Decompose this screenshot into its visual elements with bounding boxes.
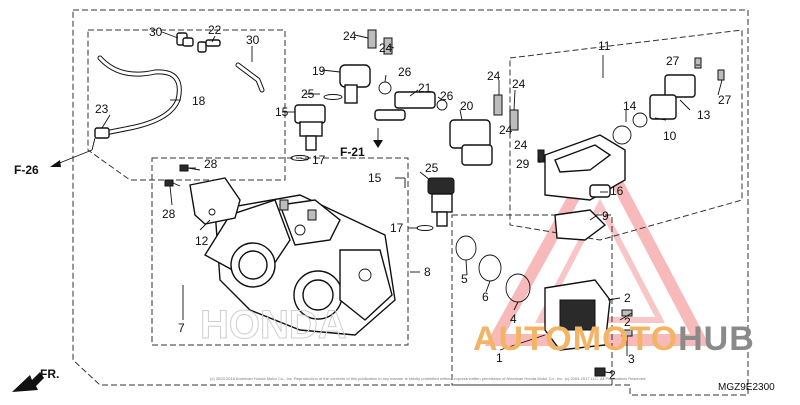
- ref-f26: F-26: [14, 163, 39, 177]
- callout-13: 13: [697, 108, 711, 122]
- callout-24: 24: [487, 69, 501, 83]
- front-arrow-icon: [12, 372, 44, 392]
- callout-2: 2: [624, 291, 631, 305]
- outline-throttle-body: [151, 157, 409, 346]
- callout-28: 28: [162, 207, 176, 221]
- sensor-group: [455, 235, 633, 377]
- callout-21: 21: [418, 81, 432, 95]
- callout-1: 1: [496, 351, 503, 365]
- callout-14: 14: [623, 99, 637, 113]
- ref-front: FR.: [40, 367, 59, 381]
- callout-15: 15: [368, 171, 382, 185]
- callout-26: 26: [398, 65, 412, 79]
- callout-16: 16: [610, 184, 624, 198]
- callout-9: 9: [602, 209, 609, 223]
- watermark-hub: HUB: [678, 320, 755, 358]
- callout-30: 30: [246, 33, 260, 47]
- callout-20: 20: [460, 99, 474, 113]
- watermark-text: AUTOMOTOHUB: [473, 320, 755, 358]
- throttle-body: HONDA: [200, 194, 396, 348]
- outline-main: [72, 9, 749, 396]
- injector-upper: [290, 64, 448, 161]
- leader-lines: [101, 31, 723, 374]
- callout-26: 26: [440, 89, 454, 103]
- callout-25: 25: [301, 87, 315, 101]
- callout-2: 2: [609, 368, 616, 382]
- callout-28: 28: [204, 157, 218, 171]
- callout-29: 29: [516, 157, 530, 171]
- callout-25: 25: [425, 161, 439, 175]
- callout-6: 6: [482, 290, 489, 304]
- callout-30: 30: [149, 25, 163, 39]
- bracket: [189, 177, 241, 225]
- outline-idle-valve-group: [509, 29, 743, 241]
- callout-5: 5: [461, 272, 468, 286]
- callout-27: 27: [666, 54, 680, 68]
- honda-embossed-logo: HONDA: [200, 303, 347, 347]
- callout-27: 27: [718, 93, 732, 107]
- callout-24: 24: [499, 123, 513, 137]
- callout-22: 22: [208, 23, 222, 37]
- injector-lower: [416, 177, 455, 231]
- callout-2: 2: [624, 315, 631, 329]
- callout-24: 24: [512, 77, 526, 91]
- pressure-regulator: [449, 119, 493, 166]
- watermark-moto: MOTO: [573, 320, 678, 358]
- callout-10: 10: [663, 129, 677, 143]
- callout-12: 12: [195, 234, 209, 248]
- copyright-notice: (c) 2003-2018 American Honda Motor Co., …: [210, 376, 646, 381]
- callout-7: 7: [178, 321, 185, 335]
- callout-17: 17: [312, 153, 326, 167]
- callout-17: 17: [390, 221, 404, 235]
- callout-11: 11: [598, 39, 611, 53]
- callout-19: 19: [312, 64, 326, 78]
- diagram-code: MGZ9E2300: [718, 382, 775, 393]
- callout-3: 3: [628, 352, 635, 366]
- outline-sensor-group: [451, 214, 613, 386]
- callout-8: 8: [424, 265, 431, 279]
- group-outlines: [72, 9, 749, 396]
- joint-parts: [176, 32, 221, 53]
- callout-24: 24: [514, 138, 528, 152]
- watermark-auto: AUTO: [473, 320, 573, 358]
- outline-hose-group: [87, 29, 286, 181]
- callout-24: 24: [343, 29, 357, 43]
- callout-23: 23: [95, 102, 109, 116]
- callout-18: 18: [192, 94, 206, 108]
- callout-labels: 1222345678910111213141515161717181920212…: [95, 23, 732, 382]
- callout-15: 15: [275, 105, 289, 119]
- idle-air-valve-group: [537, 57, 725, 241]
- callout-24: 24: [379, 41, 393, 55]
- ref-f21: F-21: [340, 145, 365, 159]
- reference-arrows: [12, 128, 383, 392]
- breather-hose: [91, 55, 265, 151]
- callout-4: 4: [510, 312, 517, 326]
